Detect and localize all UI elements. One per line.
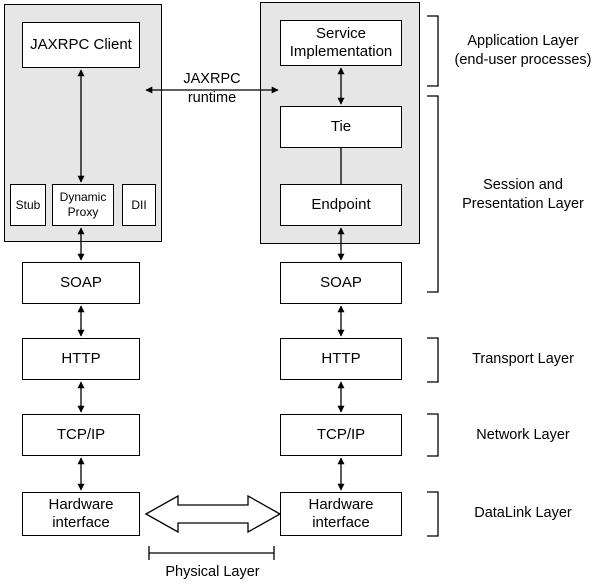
transport-layer-label: Transport Layer (472, 351, 574, 367)
jaxrpc-client-box: JAXRPC Client (22, 22, 140, 68)
datalink-layer-label: DataLink Layer (474, 505, 572, 521)
transport-layer-bracket (427, 337, 439, 383)
client-tcpip-box: TCP/IP (22, 414, 140, 456)
physical-layer-bracket (148, 546, 275, 560)
network-layer-label: Network Layer (476, 427, 570, 443)
network-layer-bracket (427, 413, 439, 457)
session-layer-bracket (427, 95, 439, 293)
client-hardware-box: Hardware interface (22, 492, 140, 536)
application-layer-label: Application Layer (end-user processes) (454, 33, 592, 68)
tie-box: Tie (280, 106, 402, 148)
stub-box: Stub (10, 184, 46, 226)
session-presentation-layer-label: Session and Presentation Layer (462, 177, 584, 212)
server-soap-box: SOAP (280, 262, 402, 304)
client-http-box: HTTP (22, 338, 140, 380)
dii-box: DII (122, 184, 156, 226)
datalink-layer-bracket (427, 491, 439, 537)
service-implementation-box: Service Implementation (280, 20, 402, 66)
physical-link-arrow (144, 494, 282, 534)
jaxrpc-runtime-label: JAXRPC runtime (183, 71, 241, 106)
server-http-box: HTTP (280, 338, 402, 380)
server-tcpip-box: TCP/IP (280, 414, 402, 456)
physical-layer-label: Physical Layer (165, 564, 260, 580)
server-hardware-box: Hardware interface (280, 492, 402, 536)
application-layer-bracket (427, 15, 439, 87)
endpoint-box: Endpoint (280, 184, 402, 226)
dynamic-proxy-box: Dynamic Proxy (52, 184, 114, 226)
client-soap-box: SOAP (22, 262, 140, 304)
